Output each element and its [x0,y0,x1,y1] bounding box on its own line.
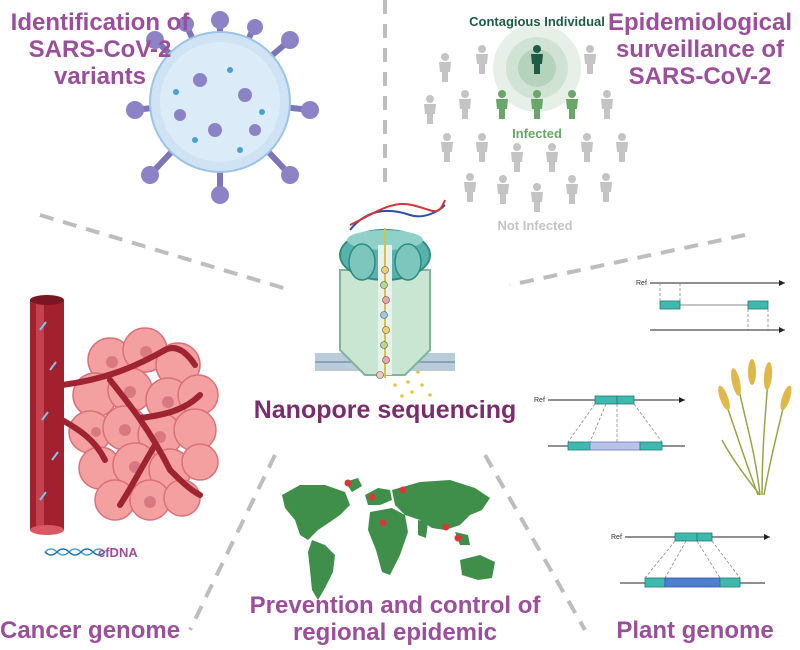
wheat-plant-illustration [718,359,792,496]
person-figure-icon [441,133,453,162]
section-label-variants: Identification of SARS-CoV-2 variants [0,9,200,91]
cfdna-helix-icon [44,548,106,556]
section-label-surveillance: Epidemiological surveillance of SARS-CoV… [600,9,800,91]
world-map-illustration [282,478,495,600]
divider-bottom-left [188,454,277,631]
person-figure-icon [600,173,612,202]
person-figure-icon [439,53,451,82]
variants-line-3: variants [53,62,147,90]
person-figure-icon [566,175,578,204]
person-figure-icon [511,143,523,172]
alignment-diagram-bottom: Ref [611,532,770,588]
person-figure-icon [497,175,509,204]
person-figure-icon [496,90,508,119]
map-location-pins [344,479,462,542]
divider-bottom-right [483,454,587,631]
section-label-cancer: Cancer genome [0,617,181,644]
person-figure-icon [584,45,596,74]
person-figure-icon [546,143,558,172]
contagious-label: Contagious Individual [469,14,605,29]
person-figure-icon [581,133,593,162]
section-label-epidemic: Prevention and control of regional epide… [230,592,560,647]
tumor-illustration [30,295,219,556]
variants-line-1: Identification of [10,9,190,36]
person-figure-icon [459,90,471,119]
ref-label-1: Ref [636,280,647,287]
surveillance-line-1: Epidemiological [607,9,793,36]
person-figure-icon [616,133,628,162]
person-figure-icon [566,90,578,119]
people-figures [424,45,628,212]
surveillance-line-2: surveillance of [615,35,785,63]
divider-top-left [39,213,291,292]
virus-illustration [126,11,319,204]
surveillance-line-3: SARS-CoV-2 [628,62,772,90]
infected-label: Infected [512,126,562,141]
section-label-plant: Plant genome [616,617,774,644]
person-figure-icon [476,45,488,74]
ref-label-2: Ref [534,397,545,404]
epidemic-line-1: Prevention and control of [249,592,541,619]
person-figure-icon [476,133,488,162]
ref-label-3: Ref [611,534,622,541]
cfdna-label: cfDNA [98,545,138,560]
alignment-diagram-middle: Ref [534,395,685,451]
person-figure-icon [531,45,543,74]
alignment-diagram-top: Ref [636,280,785,333]
center-title: Nanopore sequencing [253,396,517,424]
person-figure-icon [424,95,436,124]
nanopore-illustration [315,199,455,398]
person-figure-icon [531,90,543,119]
divider-top-right [509,233,746,287]
epidemic-line-2: regional epidemic [292,618,498,646]
person-figure-icon [601,90,613,119]
person-figure-icon [531,183,543,212]
divider-lines [39,0,746,631]
not-infected-label: Not Infected [497,218,573,233]
person-figure-icon [464,173,476,202]
variants-line-2: SARS-CoV-2 [28,35,172,63]
